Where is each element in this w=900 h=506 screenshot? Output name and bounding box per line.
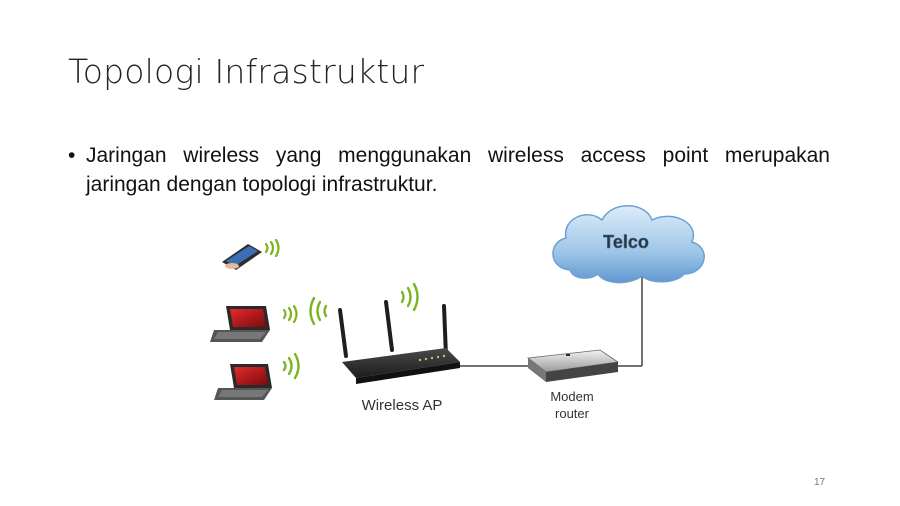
tablet-icon <box>222 244 262 270</box>
wireless-ap-icon <box>338 300 460 384</box>
wireless-ap-label: Wireless AP <box>362 397 443 414</box>
wifi-signal-icon <box>282 352 300 380</box>
laptop-icon <box>210 306 270 342</box>
bullet-text: Jaringan wireless yang menggunakan wirel… <box>86 144 830 196</box>
slide-title: Topologi Infrastruktur <box>68 52 425 91</box>
wifi-signal-icon <box>264 238 280 258</box>
telco-cloud-icon: Telco <box>552 205 705 284</box>
wifi-signal-icon <box>400 282 419 312</box>
wifi-signal-icon <box>309 296 328 326</box>
laptop-icon <box>214 364 272 400</box>
modem-label-line2: router <box>555 406 590 421</box>
cloud-label: Telco <box>603 232 649 252</box>
network-links <box>460 275 643 367</box>
modem-router-icon <box>526 349 620 382</box>
bullet-dot-icon: • <box>68 144 76 167</box>
wifi-signal-icon <box>282 304 298 324</box>
bullet-item: • Jaringan wireless yang menggunakan wir… <box>68 141 830 199</box>
page-number: 17 <box>814 477 826 488</box>
modem-label-line1: Modem <box>550 389 593 404</box>
